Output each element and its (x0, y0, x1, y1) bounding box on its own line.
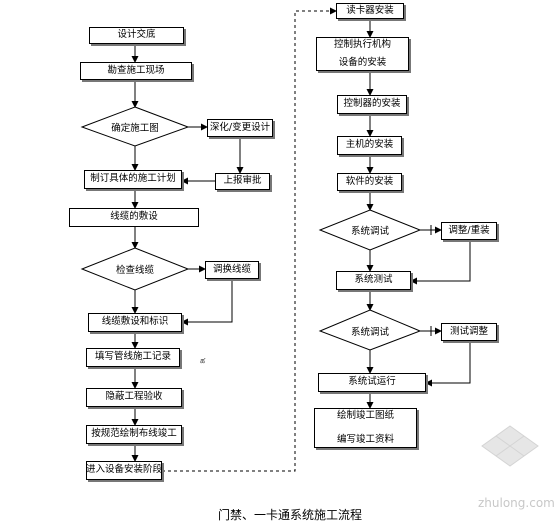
decision-system-debug-2 (318, 309, 422, 351)
step-system-test: 系统测试 (336, 271, 411, 290)
label-confirm-drawings: 确定施工图 (111, 123, 159, 134)
step-deepen-design: 深化/变更设计 (207, 119, 273, 137)
step-fill-records: 填写管线施工记录 (86, 348, 180, 367)
watermark-logo-icon (481, 425, 539, 467)
step-report-approval: 上报审批 (215, 173, 270, 190)
step-site-survey: 勘查施工现场 (80, 62, 192, 80)
decision-check-cables (80, 247, 190, 291)
step-enter-install: 进入设备安装阶段 (86, 461, 162, 480)
step-design-disclosure: 设计交底 (89, 27, 184, 44)
step-software-install: 软件的安装 (337, 173, 402, 191)
step-detailed-plan: 制订具体的施工计划 (84, 170, 182, 189)
step-host-install: 主机的安装 (337, 136, 402, 155)
step-draw-as-built: 按规范绘制布线竣工 (86, 425, 182, 444)
decision-system-debug (318, 209, 422, 251)
label-system-debug: 系统调试 (350, 226, 390, 237)
step-cable-laying: 线缆的敷设 (69, 208, 199, 227)
step-adjust-reinstall: 调整/重装 (441, 222, 497, 240)
step-controller-install: 控制器的安装 (337, 95, 407, 114)
step-reader-install: 读卡器安装 (336, 3, 404, 19)
step-concealed-acceptance: 隐蔽工程验收 (86, 388, 182, 407)
step-as-built-documents: 绘制竣工图纸 编写竣工资料 (314, 408, 417, 448)
decision-confirm-drawings (80, 106, 190, 147)
step-replace-cables: 调换线缆 (205, 261, 259, 279)
step-actuator-install: 控制执行机构 设备的安装 (316, 37, 409, 71)
diagram-caption: 门禁、一卡通系统施工流程 (217, 508, 362, 522)
stray-mark: ཚ (200, 358, 205, 366)
label-system-debug-2: 系统调试 (350, 327, 390, 338)
watermark-text: zhulong.com (478, 496, 555, 510)
step-laying-marking: 线缆敷设和标识 (88, 313, 182, 332)
label-check-cables: 检查线缆 (115, 265, 155, 276)
step-test-adjust: 测试调整 (441, 323, 497, 341)
step-trial-run: 系统试运行 (318, 373, 426, 392)
